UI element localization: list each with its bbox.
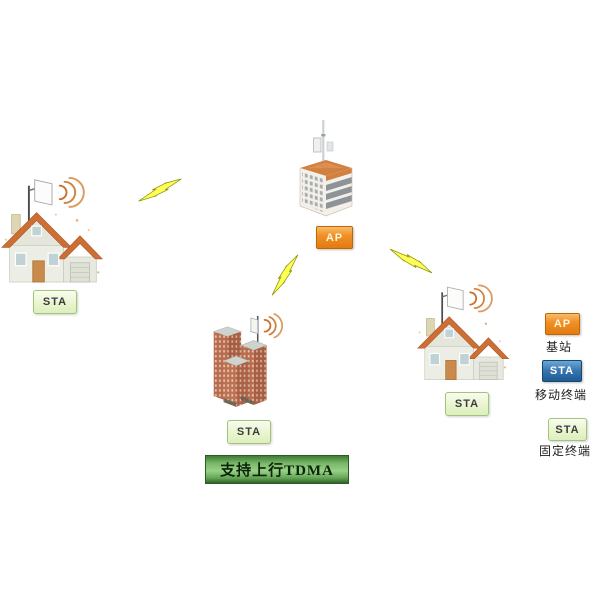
sta-right-node <box>416 280 512 385</box>
lightning-bolt-icon <box>260 254 309 297</box>
sta-left-badge: STA <box>33 290 77 314</box>
antenna-icon <box>441 286 464 328</box>
apartment-building-icon <box>212 313 283 407</box>
antenna-icon <box>313 120 334 174</box>
banner-uplink-tdma: 支持上行TDMA <box>205 455 349 484</box>
legend-sta-mobile-label: 移动终端 <box>535 388 588 402</box>
sta-bottom-node <box>202 310 290 410</box>
ap-badge: AP <box>316 226 353 249</box>
house-icon <box>416 284 510 380</box>
sta-left-node <box>0 172 106 288</box>
radio-waves-icon <box>469 284 493 313</box>
legend-sta-fixed-label: 固定终端 <box>539 444 592 458</box>
legend-sta-mobile-badge: STA <box>542 360 582 382</box>
sta-right-badge: STA <box>445 392 489 416</box>
legend-ap-label: 基站 <box>546 340 573 354</box>
house-icon <box>0 177 104 283</box>
ap-node <box>294 118 358 222</box>
office-building-icon <box>299 120 353 217</box>
legend-ap-badge: AP <box>545 313 580 335</box>
legend-sta-fixed-badge: STA <box>548 418 587 441</box>
lightning-bolt-icon <box>389 237 433 286</box>
radio-waves-icon <box>58 177 85 208</box>
radio-waves-icon <box>263 313 283 339</box>
antenna-icon <box>27 179 53 225</box>
antenna-icon <box>250 316 259 344</box>
sta-bottom-badge: STA <box>227 420 271 444</box>
lightning-bolt-icon <box>136 178 184 202</box>
